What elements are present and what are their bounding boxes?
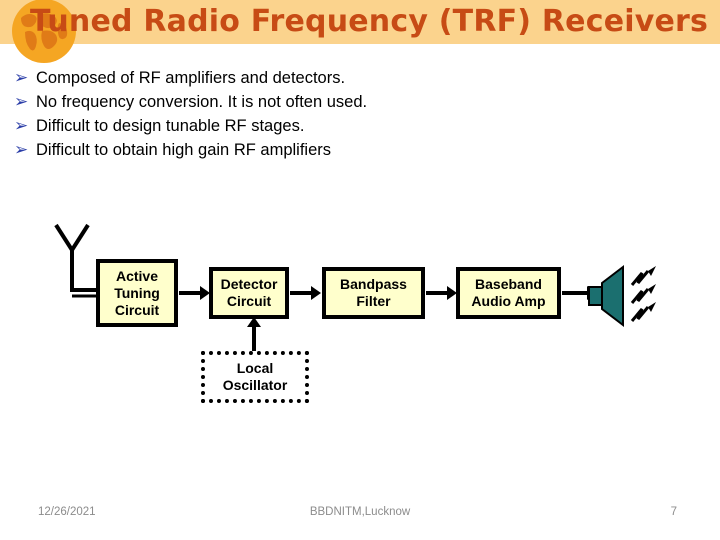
block-diagram: Active Tuning Circuit Detector Circuit B…	[0, 215, 720, 415]
block-baseband-audio-amp[interactable]: Baseband Audio Amp	[456, 267, 561, 319]
block-line: Tuning	[114, 284, 160, 301]
speaker-icon	[588, 264, 656, 328]
bullet-item-1: ➢ Composed of RF amplifiers and detector…	[14, 68, 654, 90]
bullet-item-2: ➢ No frequency conversion. It is not oft…	[14, 92, 654, 114]
bullet-arrow-icon: ➢	[14, 140, 29, 160]
bullet-item-3: ➢ Difficult to design tunable RF stages.	[14, 116, 654, 138]
arrow-bandpass-to-baseband	[426, 286, 457, 300]
block-line: Bandpass	[340, 276, 407, 292]
arrow-baseband-to-speaker	[562, 286, 597, 300]
arrow-detector-to-bandpass	[290, 286, 321, 300]
bullet-list: ➢ Composed of RF amplifiers and detector…	[14, 68, 654, 164]
block-line: Filter	[356, 293, 391, 309]
bullet-item-4: ➢ Difficult to obtain high gain RF ampli…	[14, 140, 654, 162]
bullet-text: Composed of RF amplifiers and detectors.	[36, 69, 346, 87]
block-line: Oscillator	[222, 377, 288, 393]
page-title: Tuned Radio Frequency (TRF) Receivers	[30, 4, 709, 39]
bullet-arrow-icon: ➢	[14, 68, 29, 88]
arrow-oscillator-to-detector	[247, 317, 261, 355]
footer-page-number: 7	[670, 506, 677, 518]
bullet-text: Difficult to obtain high gain RF amplifi…	[36, 141, 332, 159]
footer: 12/26/2021 BBDNITM,Lucknow 7	[0, 503, 720, 527]
footer-date: 12/26/2021	[38, 506, 96, 518]
block-line: Circuit	[226, 293, 272, 309]
block-line: Local	[236, 360, 274, 376]
block-detector-circuit[interactable]: Detector Circuit	[209, 267, 289, 319]
block-local-oscillator[interactable]: Local Oscillator	[201, 351, 309, 403]
block-active-tuning-circuit[interactable]: Active Tuning Circuit	[96, 259, 178, 327]
block-bandpass-filter[interactable]: Bandpass Filter	[322, 267, 425, 319]
title-band	[0, 0, 720, 44]
block-line: Baseband	[475, 276, 542, 292]
block-line: Audio Amp	[471, 293, 546, 309]
arrow-tuning-to-detector	[179, 286, 210, 300]
bullet-text: Difficult to design tunable RF stages.	[36, 117, 305, 135]
footer-institution: BBDNITM,Lucknow	[309, 506, 411, 518]
antenna-icon	[54, 223, 106, 298]
block-line: Detector	[220, 276, 278, 292]
block-line: Circuit	[114, 301, 160, 318]
globe-icon	[12, 0, 76, 63]
block-line: Active	[115, 267, 159, 284]
bullet-arrow-icon: ➢	[14, 116, 29, 136]
bullet-text: No frequency conversion. It is not often…	[36, 93, 368, 111]
bullet-arrow-icon: ➢	[14, 92, 29, 112]
